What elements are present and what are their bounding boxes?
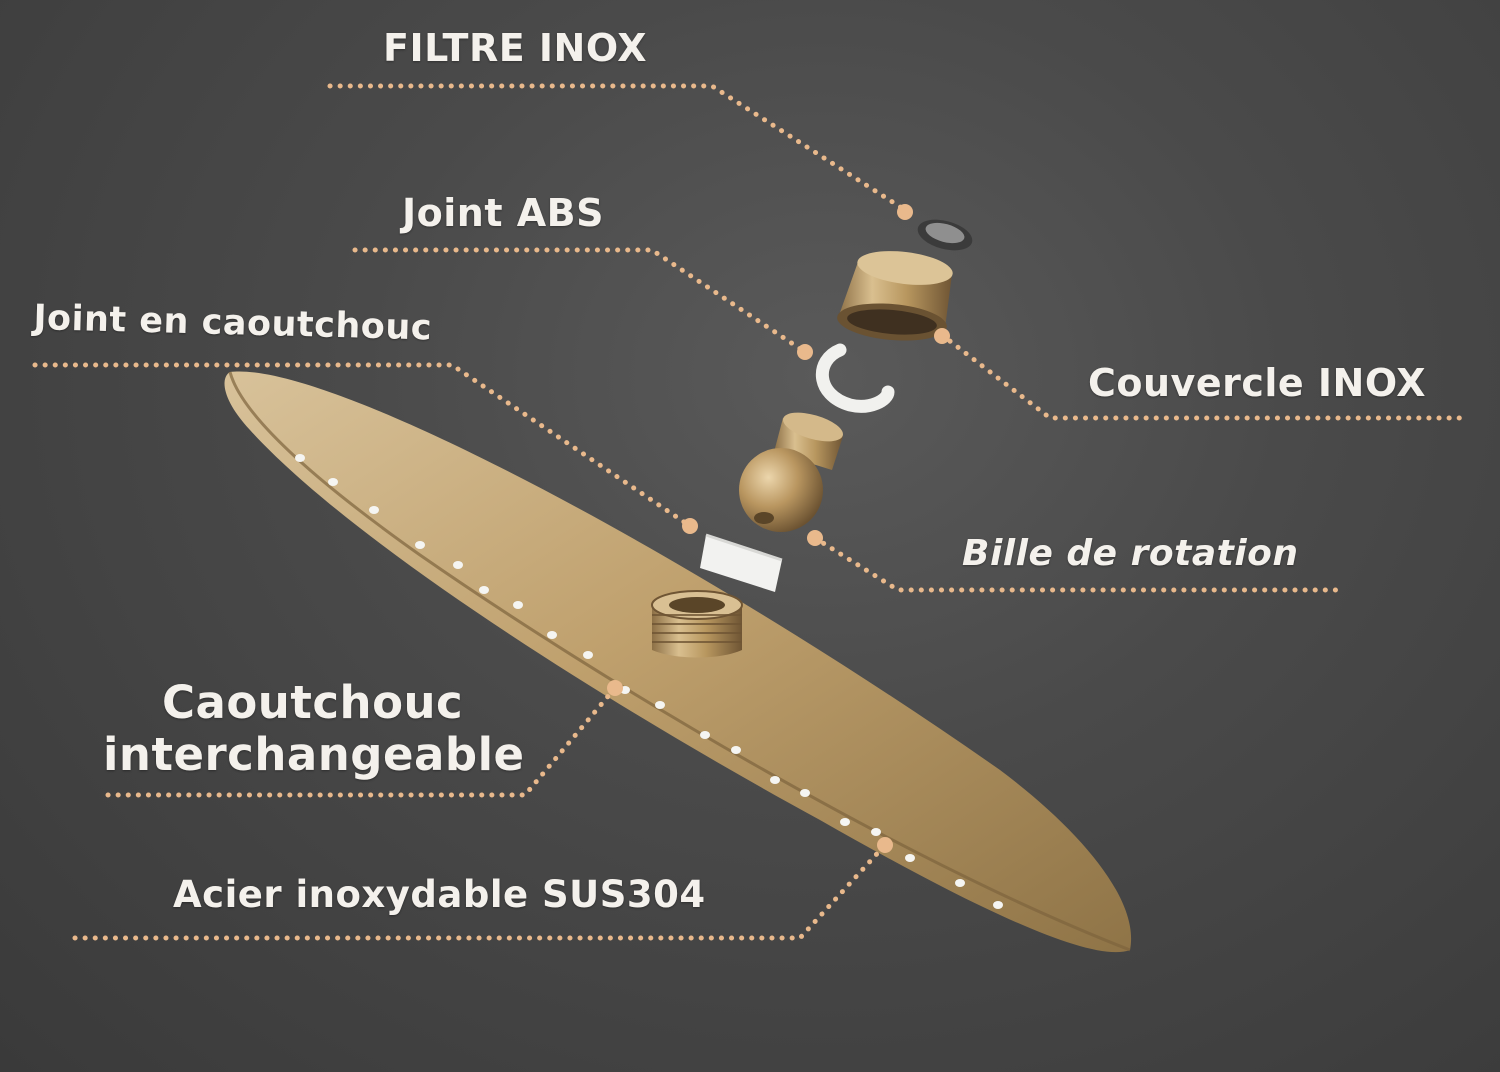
abs-c-ring: [816, 343, 895, 413]
filter-disk: [917, 219, 973, 251]
leader-dots: [607, 204, 950, 853]
label-caoutchouc-line1: Caoutchouc: [162, 676, 464, 729]
leader-joint-abs: [352, 247, 808, 355]
leader-bille: [812, 535, 1348, 593]
leader-couvercle: [939, 332, 1468, 421]
rotation-ball: [739, 412, 843, 532]
label-joint-abs: Joint ABS: [402, 191, 604, 235]
rubber-washer: [700, 533, 783, 592]
leader-caoutchouc: [105, 685, 618, 798]
cover-cylinder: [837, 251, 953, 341]
label-bille-rotation: Bille de rotation: [962, 533, 1299, 574]
label-caoutchouc-line2: interchangeable: [103, 728, 525, 781]
label-acier-inoxydable: Acier inoxydable SUS304: [173, 873, 706, 916]
leader-acier: [72, 842, 888, 941]
label-couvercle-inox: Couvercle INOX: [1088, 361, 1427, 405]
leader-filtre: [327, 83, 908, 213]
label-filtre-inox: FILTRE INOX: [383, 26, 648, 70]
shower-disc: [224, 371, 1132, 953]
leader-joint-caoutchouc: [32, 362, 693, 529]
threaded-stem: [651, 590, 743, 658]
leader-lines: [32, 83, 1468, 941]
